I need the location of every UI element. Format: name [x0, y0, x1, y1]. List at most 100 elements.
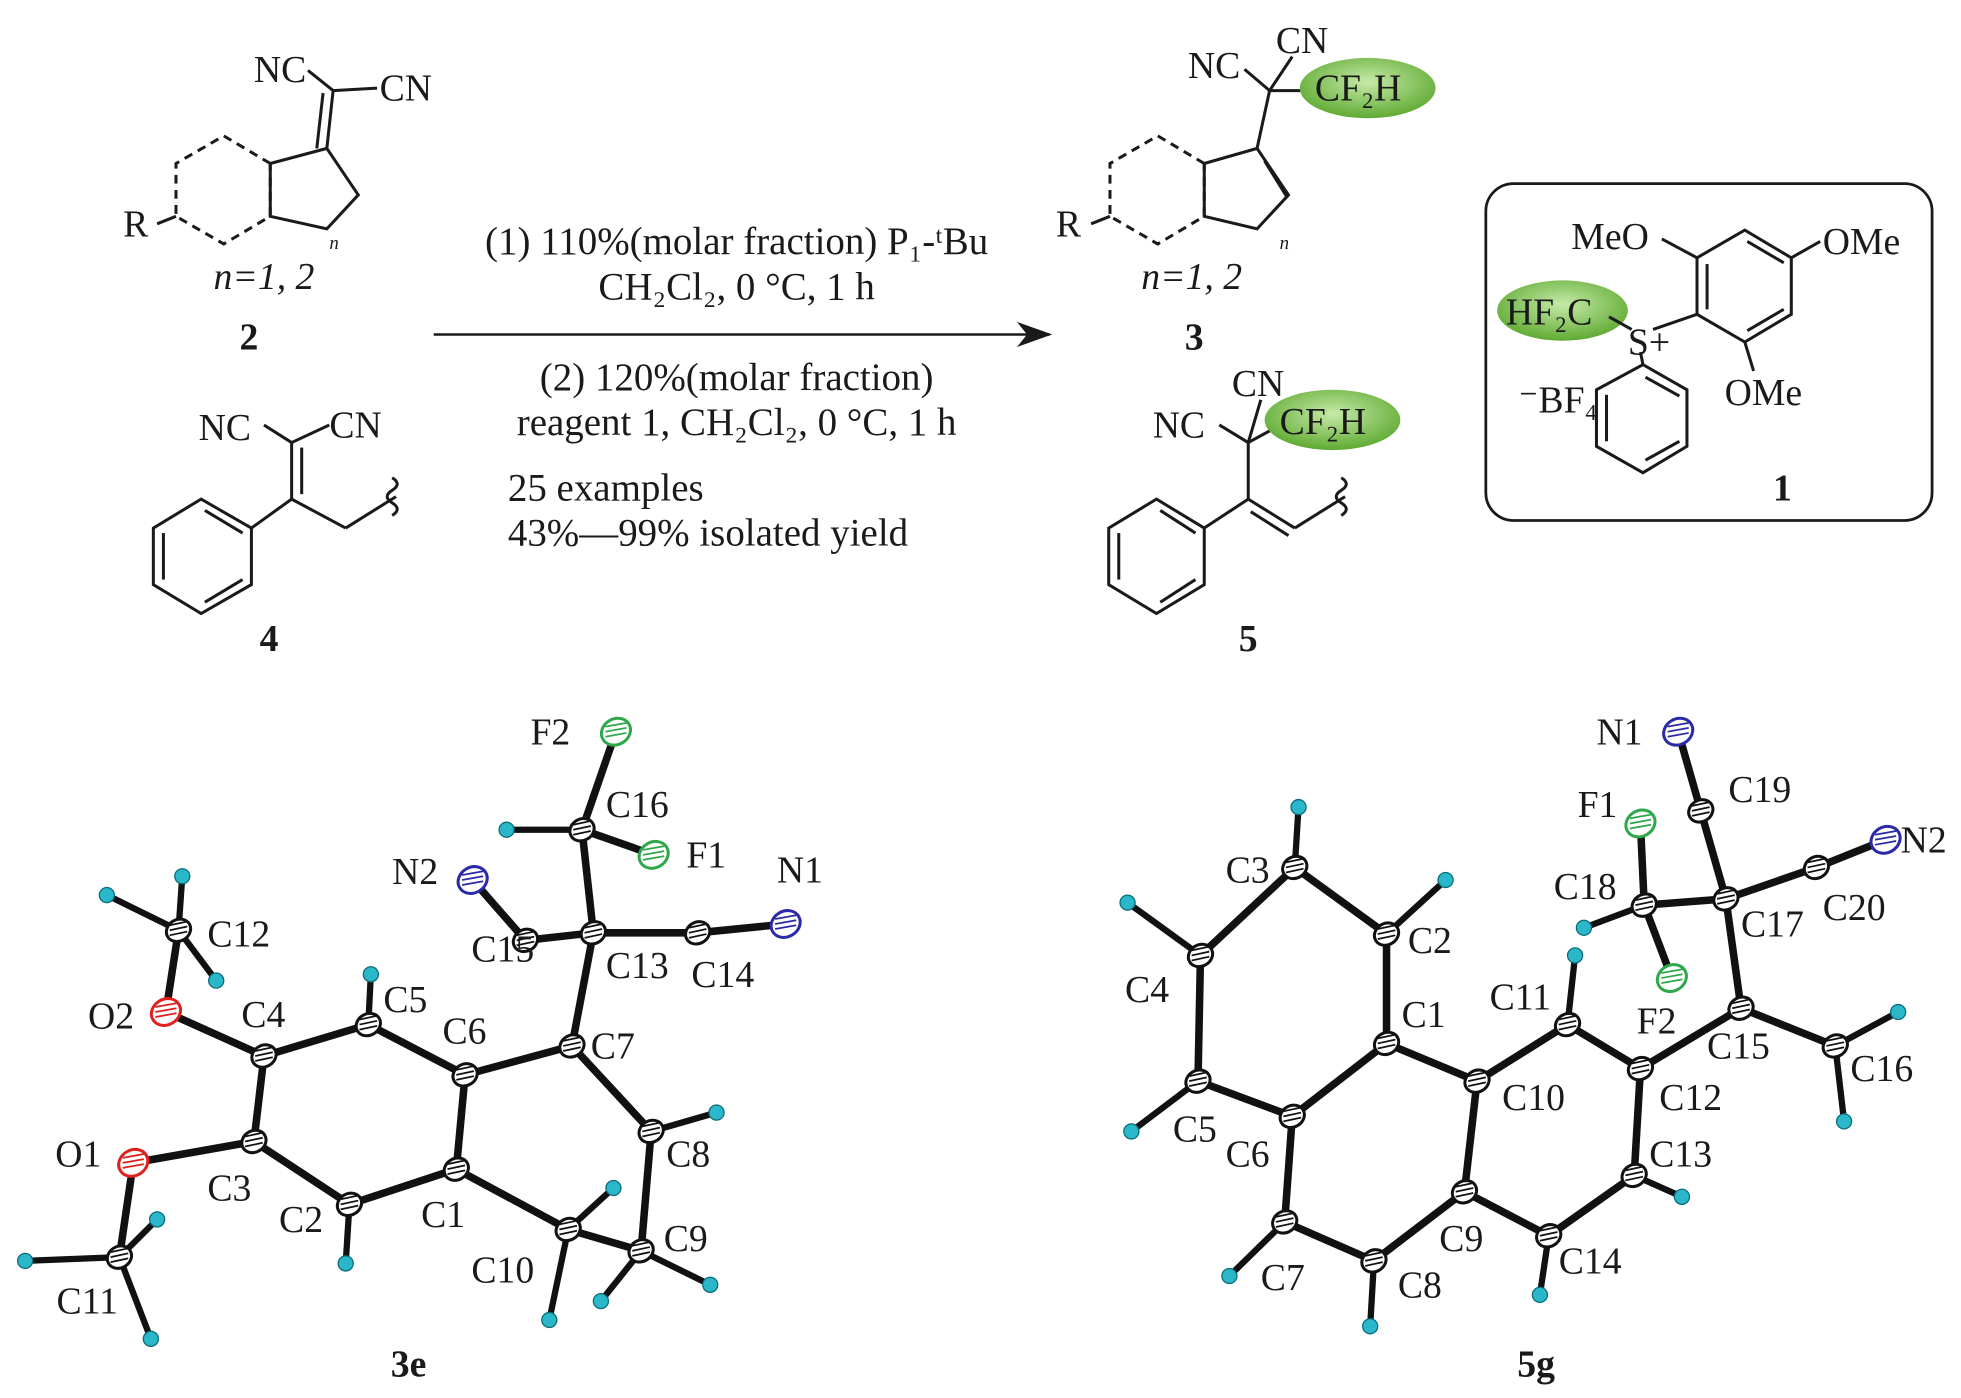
bond [1460, 1077, 1481, 1196]
ellipsoid-hatch [1625, 1165, 1644, 1172]
ellipsoid-hatch [244, 1136, 263, 1143]
meo-label: MeO [1571, 216, 1649, 258]
cf2h-label: CF₂H [1280, 401, 1367, 443]
carbon-atom [1687, 798, 1715, 824]
nitrogen-atom [1662, 716, 1695, 747]
atom-label: C3 [1226, 850, 1270, 892]
ellipsoid-hatch [774, 924, 797, 930]
ellipsoid-hatch [1826, 1046, 1845, 1052]
bond [162, 1008, 268, 1060]
ellipsoid-hatch [1716, 899, 1735, 905]
fluorine-atom [637, 839, 670, 870]
ellipsoid-hatch [642, 1131, 661, 1138]
compound-4: NC CN 4 [151, 405, 399, 660]
ellipsoid-hatch [461, 875, 484, 881]
atom-label: C1 [421, 1194, 465, 1236]
cf2h-label: CF₂H [1315, 68, 1402, 110]
hydrogen-atom [1566, 947, 1584, 964]
atom-label: C2 [1408, 920, 1452, 962]
ellipsoid-hatch [1691, 806, 1710, 812]
atom-label: C8 [666, 1134, 710, 1176]
bond [250, 1052, 268, 1146]
hydrogen-atom [1575, 919, 1593, 936]
atom-label: C7 [591, 1026, 635, 1068]
bond [1630, 1064, 1645, 1180]
bond [1194, 951, 1205, 1085]
hydrogen-atom [592, 1292, 610, 1310]
atom-label: C14 [691, 954, 754, 996]
atom-label: C2 [279, 1199, 323, 1241]
ellipsoid-hatch [1539, 1231, 1558, 1237]
ellipsoid-hatch [1283, 1106, 1302, 1113]
step2-conditions: reagent 1, CH₂Cl₂, 0 °C, 1 h [517, 401, 957, 444]
atom-label: C11 [1490, 976, 1551, 1018]
compound-number-4: 4 [260, 618, 279, 660]
examples-count: 25 examples [508, 466, 704, 509]
atom-label: C13 [606, 945, 669, 987]
atom-label: C5 [383, 979, 427, 1021]
structure-label-5g: 5g [1517, 1344, 1555, 1386]
ellipsoid-hatch [1283, 1116, 1302, 1123]
ellipsoid-hatch [1631, 1058, 1650, 1065]
ellipsoid-hatch [359, 1024, 378, 1031]
ellipsoid-hatch [169, 930, 188, 937]
structure-label-3e: 3e [391, 1344, 427, 1386]
ellipsoid-hatch [1661, 973, 1683, 979]
ellipsoid-hatch [642, 850, 665, 856]
ellipsoid-hatch [1377, 1043, 1396, 1050]
ellipsoid-hatch [516, 935, 535, 942]
nitrogen-atom [1869, 824, 1902, 855]
ellipsoid-hatch [605, 727, 627, 733]
ellipsoid-hatch [447, 1159, 466, 1165]
ellipsoid-hatch [1283, 1111, 1302, 1118]
atom-label: C9 [664, 1218, 708, 1260]
atom-label: F2 [1637, 1000, 1677, 1042]
n-range: n=1, 2 [1141, 256, 1242, 298]
bond [260, 1020, 373, 1060]
compound-number-5: 5 [1239, 618, 1258, 660]
ellipsoid-hatch [1377, 1038, 1396, 1045]
ellipsoid-hatch [122, 1153, 144, 1159]
ellipsoid-hatch [1188, 1081, 1207, 1088]
ellipsoid-hatch [1667, 722, 1689, 728]
carbon-atom [1630, 892, 1658, 918]
ellipsoid-hatch [559, 1229, 578, 1236]
atom-label: C6 [442, 1010, 486, 1052]
atom-label: C15 [1707, 1026, 1770, 1068]
hydrogen-atom [208, 972, 225, 989]
compound-number-1: 1 [1773, 467, 1792, 509]
ellipsoid-hatch [1635, 895, 1654, 901]
ellipsoid-hatch [1275, 1212, 1294, 1218]
ellipsoid-hatch [774, 919, 797, 925]
ellipsoid-hatch [1377, 934, 1396, 940]
bond [1125, 900, 1203, 958]
bond [1832, 1045, 1848, 1122]
ellipsoid-hatch [122, 1163, 144, 1169]
hf2c-label: HF₂C [1506, 291, 1593, 333]
bond [578, 727, 620, 834]
atom-label: C6 [1226, 1134, 1270, 1176]
ellipsoid-hatch [632, 1251, 651, 1257]
ellipsoid-hatch [1468, 1076, 1487, 1083]
ellipsoid-hatch [1364, 1261, 1383, 1267]
atom-label: N2 [392, 851, 438, 893]
atom-label: C1 [1402, 994, 1446, 1036]
ellipsoid-hatch [461, 880, 484, 886]
bond [1737, 1004, 1840, 1050]
bond [25, 1253, 120, 1265]
carbon-atom [250, 1043, 278, 1069]
cn-label: CN [329, 405, 381, 447]
atom-label: C8 [1398, 1264, 1442, 1306]
atom-label: C4 [1125, 969, 1169, 1011]
ellipsoid-hatch [688, 933, 707, 939]
ellipsoid-hatch [1539, 1236, 1558, 1242]
ellipsoid-hatch [1661, 978, 1683, 984]
ellipsoid-hatch [122, 1158, 144, 1164]
carbon-atom [579, 920, 607, 946]
ellipsoid-hatch [110, 1247, 129, 1253]
atom-label: C12 [207, 914, 270, 956]
atom-label: C16 [606, 784, 669, 826]
n-label: n [329, 233, 338, 254]
bond [452, 1071, 469, 1173]
